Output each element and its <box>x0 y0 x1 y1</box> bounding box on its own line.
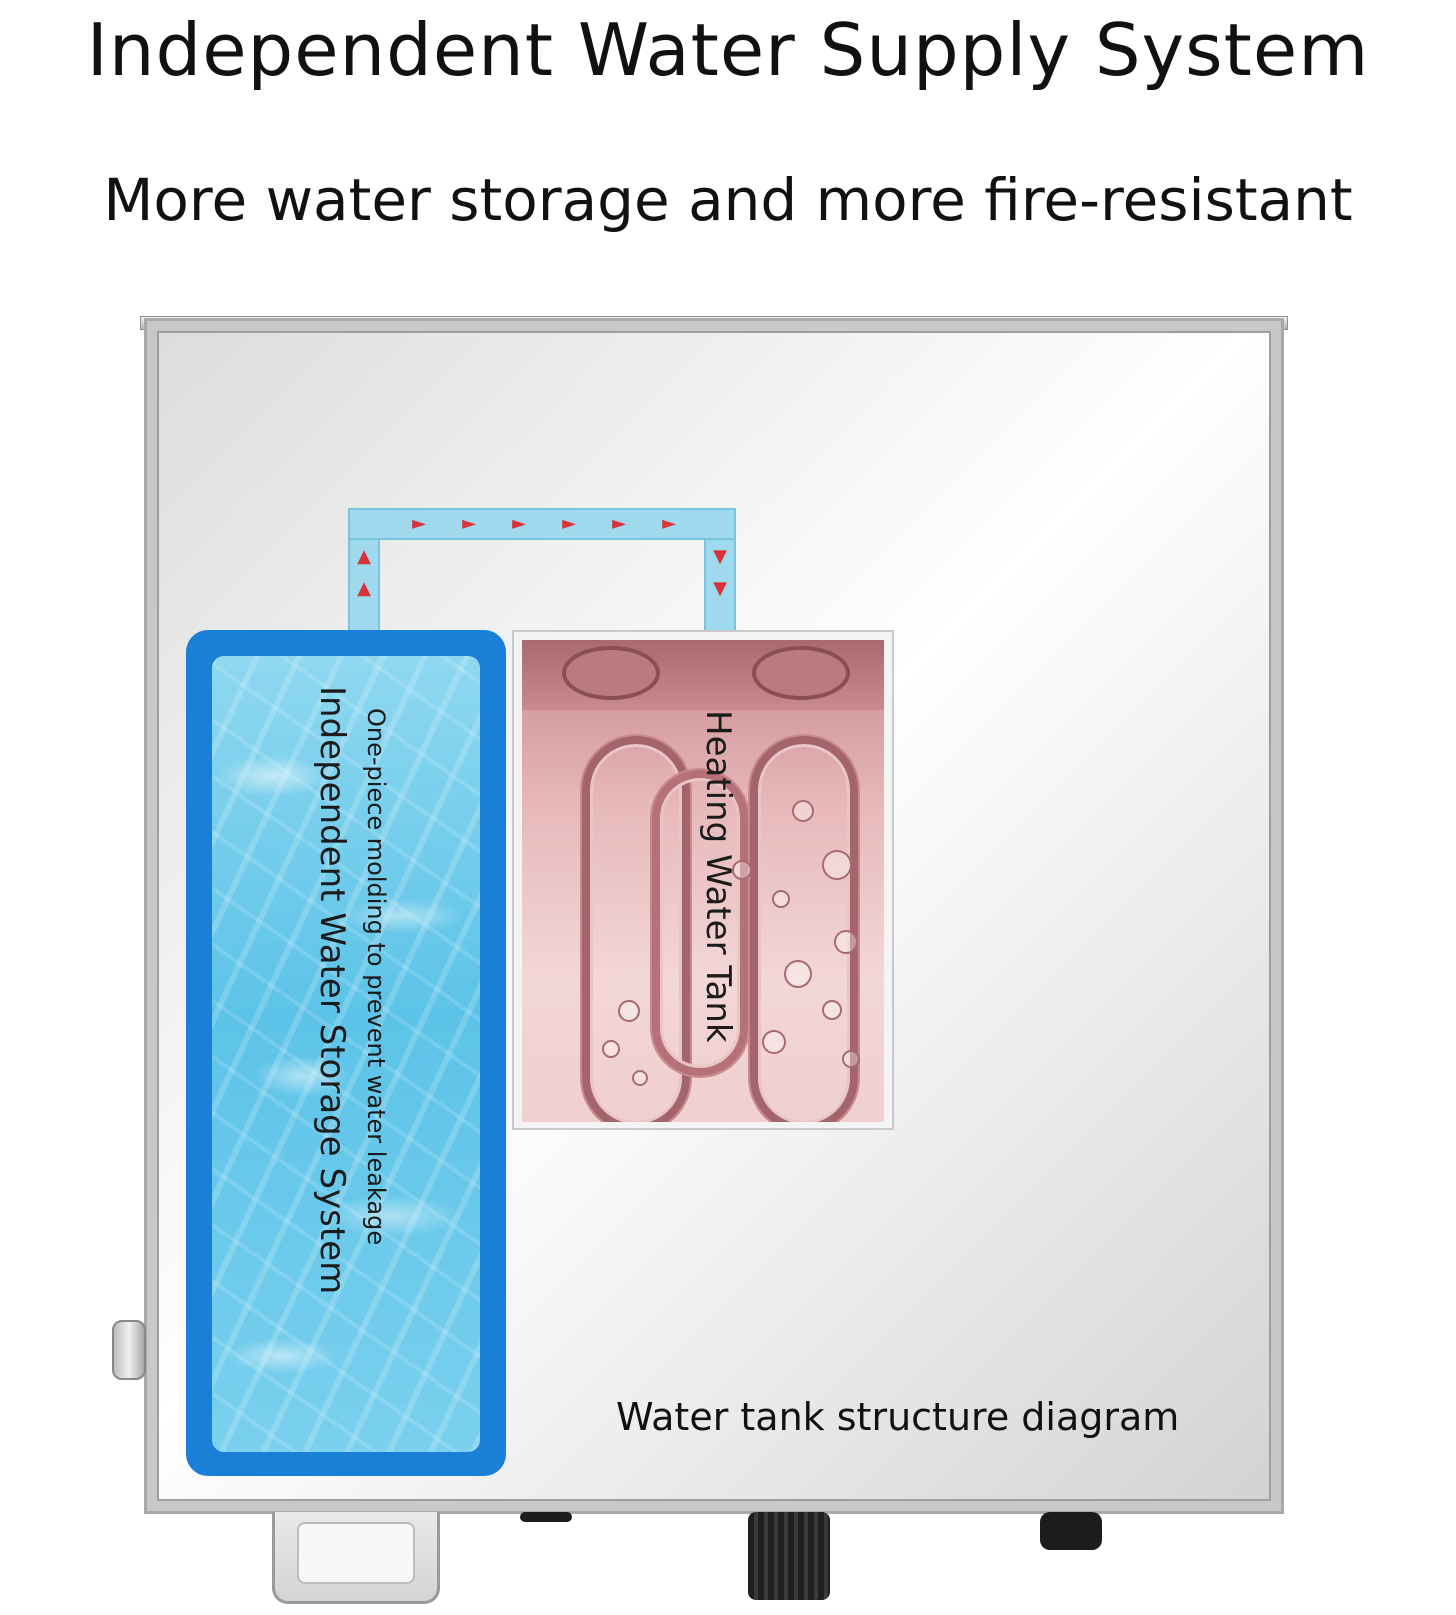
page-title: Independent Water Supply System <box>86 8 1370 92</box>
arrow-right-icon: ► <box>512 513 526 534</box>
arrow-right-icon: ► <box>662 513 676 534</box>
page-subtitle: More water storage and more fire-resista… <box>103 166 1353 234</box>
storage-tank-note: One-piece molding to prevent water leaka… <box>362 708 390 1246</box>
bubble <box>602 1040 620 1058</box>
bubble <box>842 1050 860 1068</box>
bubble <box>822 850 852 880</box>
arrow-right-icon: ► <box>612 513 626 534</box>
control-knob-icon <box>748 1512 830 1600</box>
arrow-right-icon: ► <box>412 513 426 534</box>
arrow-down-icon: ▼ <box>713 546 727 567</box>
heating-tank-interior: Heating Water Tank <box>522 640 884 1122</box>
water-outlet-opening <box>297 1522 415 1584</box>
water-outlet <box>272 1512 440 1604</box>
power-switch-icon <box>1040 1512 1102 1550</box>
heating-coil-icon <box>582 736 690 1122</box>
side-valve-icon <box>112 1320 146 1380</box>
arrow-right-icon: ► <box>562 513 576 534</box>
bubble <box>784 960 812 988</box>
heating-tank-label: Heating Water Tank <box>698 710 738 1043</box>
bubble <box>772 890 790 908</box>
arrow-up-icon: ▲ <box>357 546 371 567</box>
heating-tank-window: Heating Water Tank <box>512 630 894 1130</box>
bubble <box>834 930 858 954</box>
bubble <box>632 1070 648 1086</box>
arrow-right-icon: ► <box>462 513 476 534</box>
pipe-top-segment <box>348 508 736 540</box>
bubble <box>792 800 814 822</box>
water-storage-tank: Independent Water Storage System One-pie… <box>186 630 506 1476</box>
bubble <box>762 1030 786 1054</box>
stored-water: Independent Water Storage System One-pie… <box>212 656 480 1452</box>
heating-coil-icon <box>652 770 748 1076</box>
coil-dome <box>562 646 660 700</box>
storage-tank-label: Independent Water Storage System <box>312 686 352 1295</box>
base-foot <box>520 1512 572 1522</box>
diagram-caption: Water tank structure diagram <box>616 1395 1180 1439</box>
bubble <box>822 1000 842 1020</box>
coil-dome <box>752 646 850 700</box>
bubble <box>618 1000 640 1022</box>
bubble <box>732 860 752 880</box>
arrow-up-icon: ▲ <box>357 578 371 599</box>
heating-coil-icon <box>750 736 858 1122</box>
arrow-down-icon: ▼ <box>713 578 727 599</box>
